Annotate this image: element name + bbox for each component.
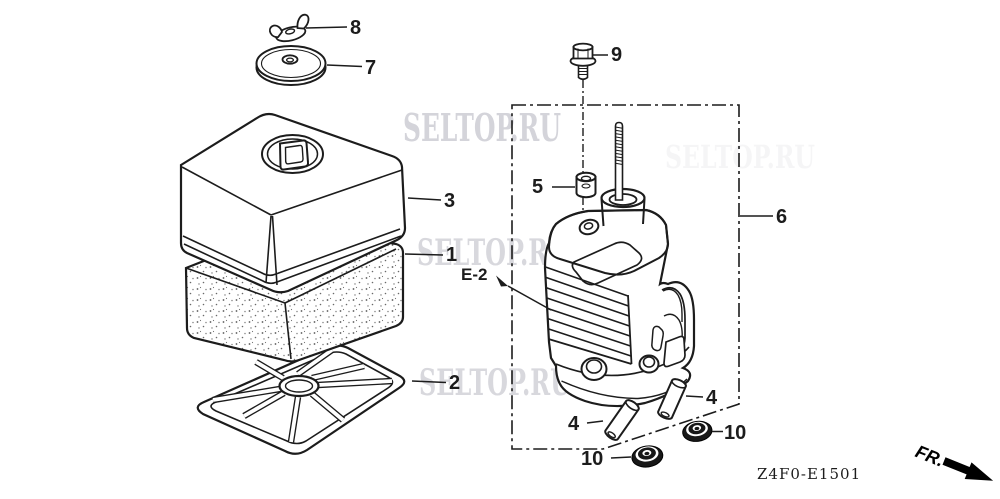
callout-2: 2 — [449, 372, 460, 394]
callout-8: 8 — [350, 17, 361, 39]
callout-10-left: 10 — [581, 448, 603, 470]
callout-6: 6 — [776, 206, 787, 228]
front-arrow-icon — [942, 457, 994, 481]
callout-7: 7 — [365, 57, 376, 79]
leader-line-4-right — [685, 395, 704, 398]
leader-lines — [305, 26, 773, 459]
callout-4-right: 4 — [706, 387, 718, 409]
collar-drawing — [575, 171, 597, 199]
leader-line-e2 — [507, 285, 552, 311]
callout-1: 1 — [446, 244, 457, 266]
bolt-drawing — [569, 42, 597, 219]
leader-line-7 — [326, 64, 363, 68]
callout-9: 9 — [611, 44, 622, 66]
leader-line-8 — [305, 26, 348, 29]
diagram-code: Z4F0-E1501 — [757, 465, 861, 483]
part-callouts: 8 7 3 1 2 9 5 6 4 4 10 10 E-2 — [350, 17, 787, 470]
callout-10-right: 10 — [724, 422, 746, 444]
callout-5: 5 — [532, 176, 543, 198]
leader-line-10-left — [610, 456, 632, 459]
e2-arrow-icon — [496, 275, 508, 287]
flange-nut-drawing-right — [682, 420, 713, 442]
callout-4-left: 4 — [568, 413, 580, 435]
watermark-text-1: SELTOP.RU — [403, 105, 561, 150]
flange-nut-drawing-left — [631, 445, 664, 468]
air-cleaner-cover-drawing — [179, 112, 407, 294]
element-grid-drawing — [196, 344, 406, 455]
tube-drawing-right — [657, 378, 687, 420]
leader-line-3 — [407, 197, 442, 201]
cover-cap-drawing — [255, 45, 327, 86]
e2-reference-label: E-2 — [461, 265, 487, 284]
leader-line-4-left — [586, 420, 604, 424]
watermark-text-4: SELTOP.RU — [665, 138, 815, 176]
leader-line-2 — [411, 380, 447, 384]
watermarks: SELTOP.RU SELTOP.RU SELTOP.RU SELTOP.RU — [403, 105, 815, 404]
wing-nut-drawing — [269, 13, 310, 43]
tube-drawing-left — [604, 399, 640, 441]
leader-line-1 — [404, 253, 444, 256]
callout-3: 3 — [444, 190, 455, 212]
watermark-text-2: SELTOP.RU — [417, 232, 569, 274]
